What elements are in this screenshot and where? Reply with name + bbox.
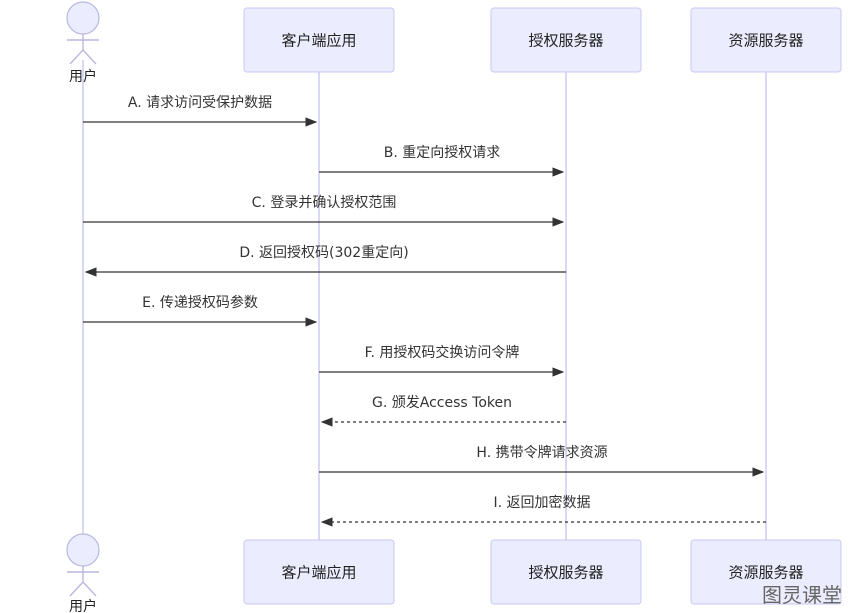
message-f: F. 用授权码交换访问令牌: [319, 344, 565, 377]
participant-auth-label: 授权服务器: [528, 564, 603, 582]
message-a: A. 请求访问受保护数据: [83, 95, 318, 127]
message-label: G. 颁发Access Token: [372, 395, 512, 411]
actor-user-top: 用户: [66, 1, 100, 85]
message-g: G. 颁发Access Token: [320, 395, 566, 427]
watermark-text: 图灵课堂: [762, 583, 842, 607]
participant-client-label: 客户端应用: [281, 564, 356, 582]
message-i: I. 返回加密数据: [320, 494, 766, 527]
message-b: B. 重定向授权请求: [319, 145, 565, 177]
message-e: E. 传递授权码参数: [83, 294, 318, 327]
actor-leg-left: [69, 581, 84, 597]
actor-leg-left: [69, 49, 84, 65]
participant-auth-top: 授权服务器: [490, 7, 642, 73]
message-h: H. 携带令牌请求资源: [319, 444, 765, 477]
message-label: A. 请求访问受保护数据: [128, 95, 272, 111]
message-d: D. 返回授权码(302重定向): [84, 245, 566, 277]
actor-user-bottom: 用户: [66, 533, 100, 613]
participant-resource-label: 资源服务器: [728, 564, 803, 582]
message-c: C. 登录并确认授权范围: [83, 194, 565, 227]
message-label: F. 用授权码交换访问令牌: [365, 344, 520, 361]
participant-resource-top: 资源服务器: [690, 7, 842, 73]
actor-leg-right: [82, 49, 97, 65]
message-label: D. 返回授权码(302重定向): [239, 245, 408, 261]
actor-head: [66, 533, 100, 567]
message-label: B. 重定向授权请求: [384, 145, 501, 161]
message-label: C. 登录并确认授权范围: [252, 194, 397, 211]
participant-auth-label: 授权服务器: [528, 32, 603, 50]
actor-leg-right: [82, 581, 97, 597]
message-label: H. 携带令牌请求资源: [476, 444, 607, 461]
participant-client-bottom: 客户端应用: [243, 539, 395, 605]
participant-resource-label: 资源服务器: [728, 32, 803, 50]
actor-label-bottom: 用户: [69, 598, 97, 613]
participant-resource-bottom: 资源服务器: [690, 539, 842, 605]
participant-client-top: 客户端应用: [243, 7, 395, 73]
actor-label-top: 用户: [69, 68, 97, 85]
actor-head: [66, 1, 100, 35]
message-label: E. 传递授权码参数: [142, 294, 258, 311]
participant-auth-bottom: 授权服务器: [490, 539, 642, 605]
participant-client-label: 客户端应用: [281, 32, 356, 50]
message-label: I. 返回加密数据: [493, 494, 590, 511]
